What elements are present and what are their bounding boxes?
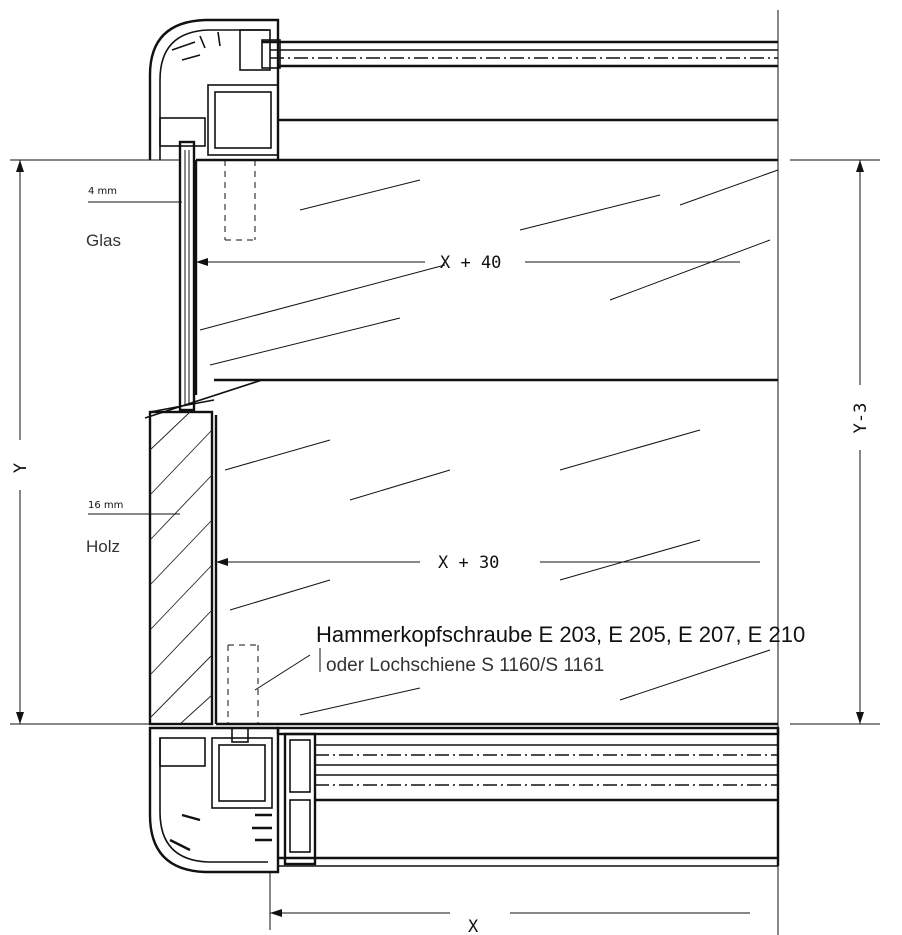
dimension-x-plus-30 [216, 558, 760, 566]
glass-pane [178, 140, 198, 412]
leader-lines [88, 201, 321, 691]
dim-x-plus-40-label: X + 40 [440, 253, 501, 273]
lower-panel [216, 644, 778, 726]
top-corner-profile [148, 18, 281, 160]
bottom-corner-profile [148, 726, 280, 874]
screw-alternative: oder Lochschiene S 1160/S 1161 [326, 655, 604, 676]
dim-y-label: Y [11, 463, 31, 473]
dim-x-label: X [468, 917, 479, 935]
dimension-y-minus-3 [790, 159, 880, 725]
wood-material-label: Holz [86, 537, 120, 556]
wood-plank [148, 410, 218, 726]
dimension-x [269, 872, 750, 930]
dim-y-minus-3-label: Y-3 [851, 403, 871, 434]
dimension-x-plus-40 [196, 258, 740, 266]
glass-material-label: Glas [86, 231, 121, 250]
dim-x-plus-30-label: X + 30 [438, 553, 499, 573]
dimension-y [10, 159, 180, 725]
screw-callout: Hammerkopfschraube E 203, E 205, E 207, … [316, 622, 805, 647]
top-channel-lines [262, 40, 778, 122]
glass-thickness-label: 4 mm [88, 186, 117, 197]
upper-panel [144, 158, 778, 419]
glass-reflections [199, 169, 779, 716]
bottom-rail [276, 726, 780, 867]
wood-thickness-label: 16 mm [88, 500, 123, 511]
